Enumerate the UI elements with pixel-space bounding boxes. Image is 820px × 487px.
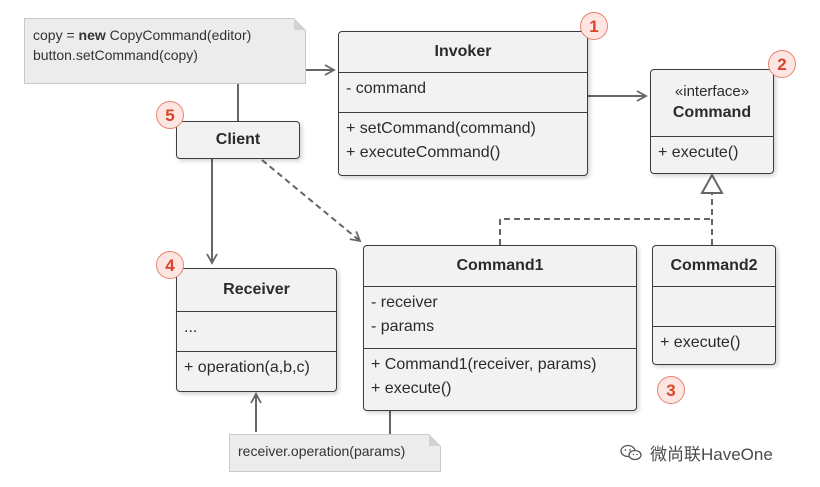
- command2-methods: + execute(): [653, 326, 775, 359]
- badge-receiver: 4: [156, 251, 184, 279]
- command-interface-header: «interface» Command: [651, 70, 773, 136]
- command1-fields: - receiver - params: [364, 286, 636, 348]
- receiver-class: Receiver ... + operation(a,b,c): [176, 268, 337, 392]
- client-code-note: copy = new CopyCommand(editor) button.se…: [24, 18, 306, 84]
- note-text: receiver.operation(params): [238, 443, 406, 459]
- command1-class: Command1 - receiver - params + Command1(…: [363, 245, 637, 411]
- receiver-methods: + operation(a,b,c): [177, 351, 336, 384]
- invoker-class: Invoker - command + setCommand(command) …: [338, 31, 588, 176]
- receiver-call-note: receiver.operation(params): [229, 434, 441, 472]
- receiver-fields: ...: [177, 311, 336, 351]
- badge-command: 2: [768, 50, 796, 78]
- chat-bubble-icon: [620, 444, 642, 460]
- invoker-class-name: Invoker: [434, 43, 492, 60]
- field-command: - command: [346, 80, 427, 97]
- command-class-name: Command: [672, 104, 752, 121]
- realization-triangle: [700, 172, 724, 194]
- method-constructor: + Command1(receiver, params): [371, 356, 597, 373]
- badge-invoker: 1: [580, 12, 608, 40]
- method-execute: + execute(): [660, 334, 741, 351]
- method-operation: + operation(a,b,c): [184, 359, 310, 376]
- method-execute: + execute(): [658, 144, 739, 161]
- field-receiver: - receiver: [371, 294, 438, 311]
- client-class-name: Client: [215, 130, 261, 148]
- field-params: - params: [371, 318, 435, 335]
- watermark-text: 微尚联HaveOne: [650, 445, 773, 464]
- command1-methods: + Command1(receiver, params) + execute(): [364, 348, 636, 405]
- command1-class-name: Command1: [456, 257, 544, 274]
- badge-client: 5: [156, 101, 184, 129]
- method-execute-command: + executeCommand(): [346, 144, 501, 161]
- command1-realization-line: [499, 218, 712, 245]
- watermark: 微尚联HaveOne: [620, 440, 773, 465]
- note-line-1: copy = new CopyCommand(editor): [33, 27, 252, 43]
- command-methods: + execute(): [651, 136, 773, 169]
- receiver-class-name: Receiver: [223, 281, 290, 298]
- stereotype-label: «interface»: [674, 83, 750, 100]
- invoker-fields: - command: [339, 72, 587, 112]
- method-set-command: + setCommand(command): [346, 120, 536, 137]
- badge-command1: 3: [657, 376, 685, 404]
- note-fold-corner: [294, 18, 306, 30]
- note-fold-corner: [429, 434, 441, 446]
- method-execute: + execute(): [371, 380, 452, 397]
- note-line-2: button.setCommand(copy): [33, 47, 198, 63]
- command2-class: Command2 + execute(): [652, 245, 776, 365]
- client-to-command1-dashed-arrow: [261, 159, 362, 243]
- command2-class-name: Command2: [670, 257, 758, 274]
- command-interface-class: «interface» Command + execute(): [650, 69, 774, 174]
- field-ellipsis: ...: [184, 319, 198, 336]
- invoker-methods: + setCommand(command) + executeCommand(): [339, 112, 587, 169]
- client-class: Client: [176, 121, 300, 159]
- command2-fields: [653, 286, 775, 326]
